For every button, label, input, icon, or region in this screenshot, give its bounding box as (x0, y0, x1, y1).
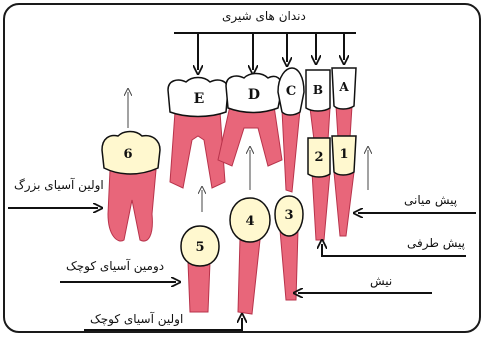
permanent-second-premolar-5: 5 (181, 226, 219, 312)
second-premolar-label: دومین آسیای کوچک (66, 259, 164, 273)
permanent-first-premolar-4: 4 (230, 198, 270, 314)
primary-lateral-incisor-b: B (306, 70, 330, 140)
permanent-canine-3: 3 (275, 196, 303, 300)
tooth-number-1: 1 (339, 147, 348, 162)
primary-canine-c: C (278, 68, 304, 192)
tooth-number-2: 2 (314, 150, 323, 165)
permanent-lateral-incisor-2: 2 (308, 138, 330, 240)
primary-teeth-bracket (174, 33, 356, 70)
primary-central-incisor-a: A (332, 68, 356, 138)
first-premolar-label: اولین آسیای کوچک (90, 312, 183, 326)
canine-label: نیش (370, 274, 392, 288)
primary-molar-e: E (168, 78, 228, 189)
permanent-first-molar-6: 6 (102, 132, 160, 241)
tooth-letter-d: D (248, 87, 260, 103)
tooth-number-4: 4 (245, 214, 254, 229)
tooth-letter-a: A (338, 80, 349, 94)
tooth-letter-b: B (313, 83, 323, 97)
permanent-central-incisor-1: 1 (332, 136, 356, 236)
central-incisor-label: پیش میانی (404, 193, 457, 207)
tooth-letter-e: E (194, 91, 205, 107)
first-molar-label: اولین آسیای بزرگ (14, 178, 104, 192)
primary-teeth-title: دندان های شیری (222, 9, 306, 23)
tooth-number-5: 5 (195, 240, 204, 255)
tooth-number-3: 3 (284, 208, 293, 223)
lateral-incisor-label: پیش طرفی (407, 236, 465, 250)
tooth-letter-c: C (286, 84, 296, 99)
tooth-number-6: 6 (123, 147, 132, 162)
